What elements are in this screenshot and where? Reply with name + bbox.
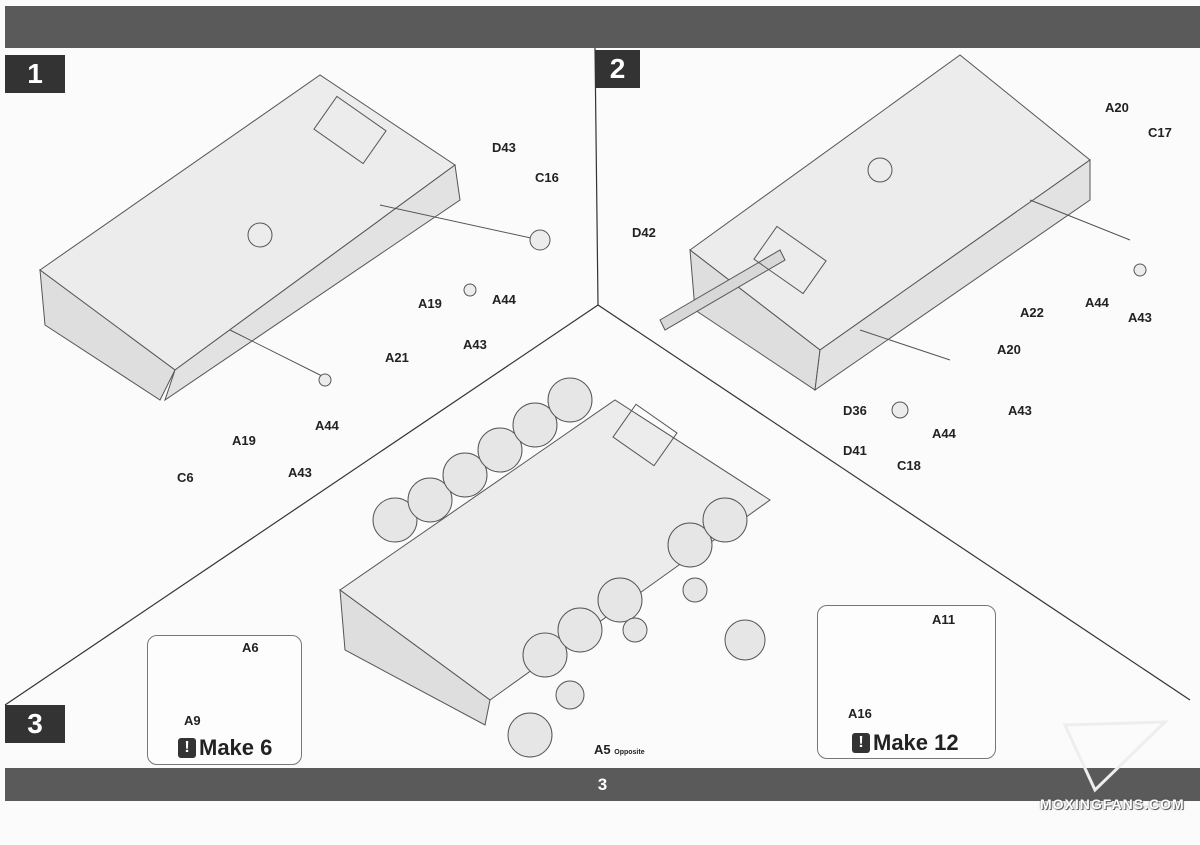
part-label: A44 — [932, 426, 956, 441]
page-number: 3 — [597, 775, 608, 794]
part-label: A9 — [184, 713, 201, 728]
part-label: D42 — [632, 225, 656, 240]
part-label: C17 — [1148, 125, 1172, 140]
part-label: A6 — [242, 640, 259, 655]
make-6-note: !Make 6 — [178, 735, 272, 761]
part-label: A21 — [385, 350, 409, 365]
part-label: A20 — [1105, 100, 1129, 115]
part-label: A19 — [418, 296, 442, 311]
part-label: D43 — [492, 140, 516, 155]
make-count: Make 12 — [873, 730, 959, 755]
divider-line — [597, 304, 1191, 701]
inset-box-make-6 — [147, 635, 302, 765]
step-2-badge: 2 — [595, 50, 640, 88]
hull-step1 — [39, 74, 551, 402]
part-label: A44 — [1085, 295, 1109, 310]
hull-step3 — [339, 377, 771, 758]
step-1-badge: 1 — [5, 55, 65, 93]
part-label: A44 — [315, 418, 339, 433]
part-label: A19 — [232, 433, 256, 448]
part-label: D41 — [843, 443, 867, 458]
warning-icon: ! — [852, 733, 870, 753]
part-label: C16 — [535, 170, 559, 185]
divider-line — [594, 47, 599, 306]
divider-line — [4, 304, 599, 706]
part-label: A5 — [594, 742, 611, 757]
part-label: C18 — [897, 458, 921, 473]
part-label: A16 — [848, 706, 872, 721]
part-label: A22 — [1020, 305, 1044, 320]
step-3-badge: 3 — [5, 705, 65, 743]
hull-step2 — [659, 54, 1147, 419]
header-band — [5, 6, 1200, 48]
part-label-a5: A5 Opposite — [594, 742, 645, 757]
make-count: Make 6 — [199, 735, 273, 760]
warning-icon: ! — [178, 738, 196, 758]
part-label: D36 — [843, 403, 867, 418]
part-label: A43 — [463, 337, 487, 352]
part-label: A43 — [288, 465, 312, 480]
part-label: A44 — [492, 292, 516, 307]
make-12-note: !Make 12 — [852, 730, 959, 756]
part-label: A20 — [997, 342, 1021, 357]
part-label: A43 — [1128, 310, 1152, 325]
part-label: A11 — [932, 612, 956, 627]
footer-band: 3 — [5, 768, 1200, 801]
part-label: C6 — [177, 470, 194, 485]
part-label: A43 — [1008, 403, 1032, 418]
inset-box-make-12 — [817, 605, 996, 759]
part-note: Opposite — [614, 749, 645, 756]
watermark: MOXINGFANS.COM — [1040, 796, 1185, 812]
